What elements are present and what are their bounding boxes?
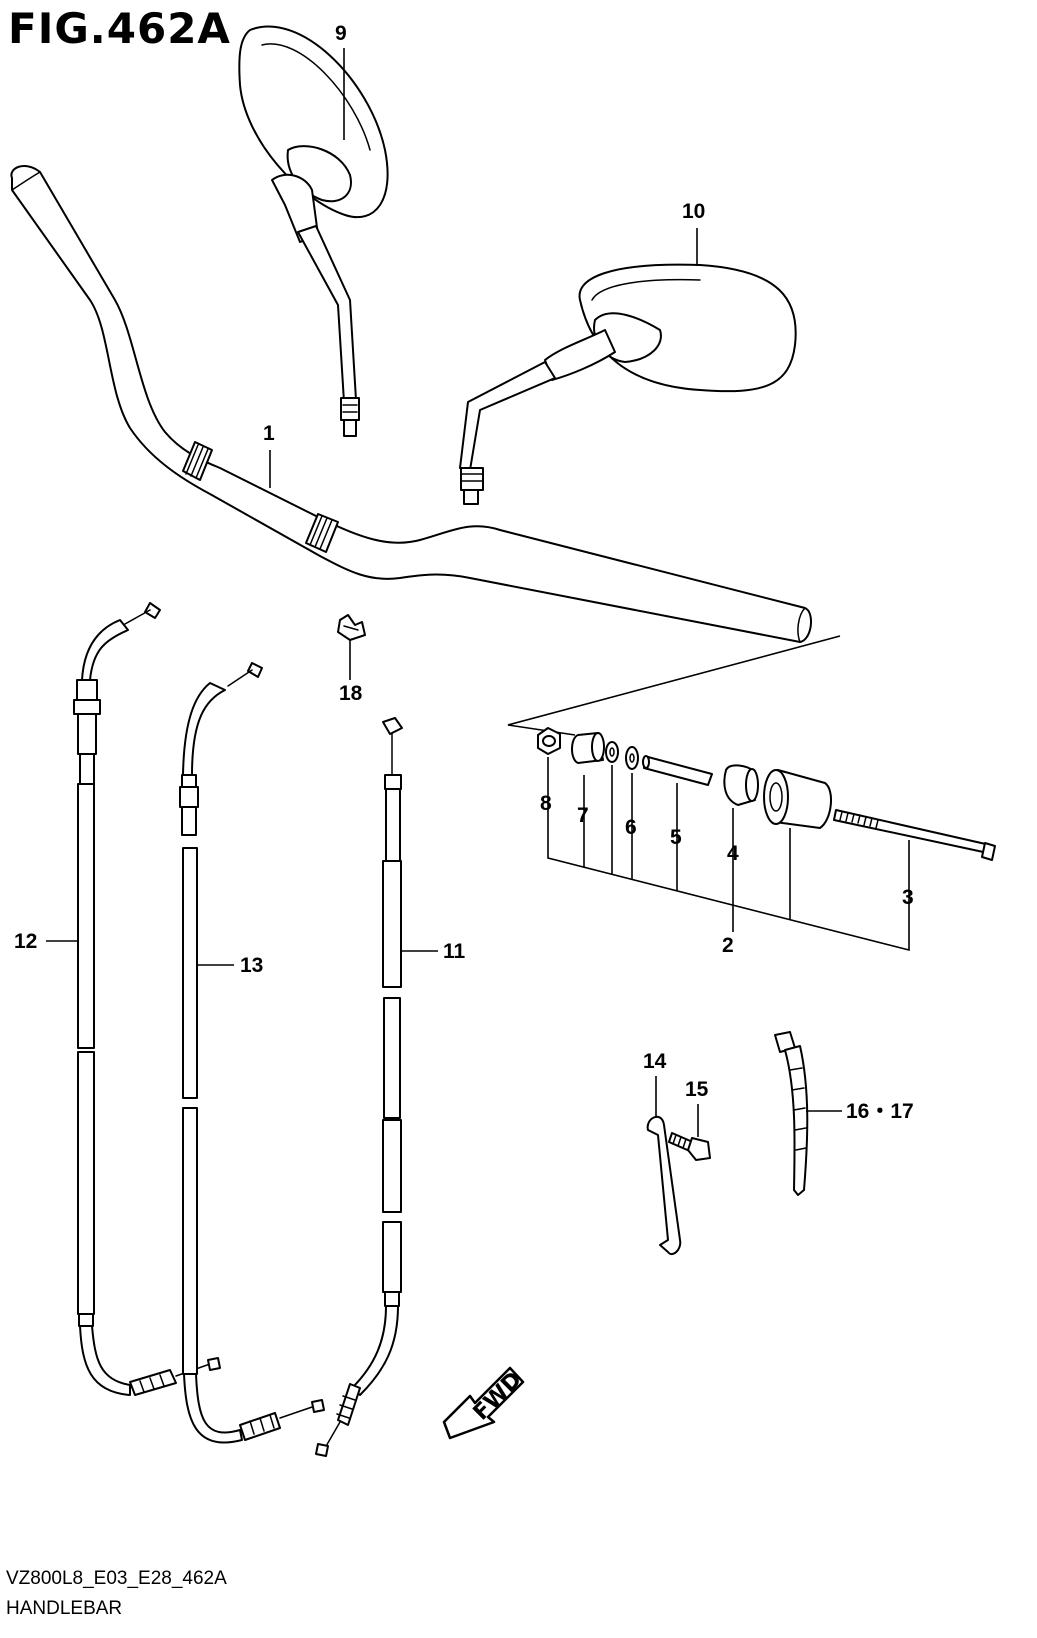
callout-label-6: 6: [625, 816, 637, 839]
part-11-cable[interactable]: [315, 717, 403, 1457]
callout-label-9: 9: [335, 22, 347, 45]
part-9-left-mirror[interactable]: [238, 25, 389, 437]
callout-label-3: 3: [902, 886, 914, 909]
diagram-name: HANDLEBAR: [6, 1598, 123, 1619]
callout-9: 9: [335, 22, 347, 140]
knurled-band-right: [305, 513, 339, 553]
callout-label-2: 2: [722, 934, 734, 957]
assembly-bracket: [547, 757, 910, 952]
callout-label-14: 14: [643, 1050, 667, 1073]
callout-label-8: 8: [540, 792, 552, 815]
part-5-spacer-pipe[interactable]: [642, 755, 713, 786]
part-8-nut[interactable]: [537, 727, 561, 755]
fwd-direction-arrow: FWD: [442, 1366, 527, 1440]
callout-label-13: 13: [240, 954, 263, 977]
callout-1: 1: [263, 422, 275, 488]
part-13-throttle-cable[interactable]: [179, 662, 325, 1444]
part-3-screw[interactable]: [833, 809, 996, 861]
callout-15: 15: [685, 1078, 709, 1137]
callout-6: 6: [625, 816, 637, 839]
callout-7: 7: [577, 804, 589, 827]
callout-label-10: 10: [682, 200, 705, 223]
part-4-rubber[interactable]: [723, 764, 759, 806]
part-6-washers[interactable]: [605, 741, 639, 770]
part-2-balancer[interactable]: [763, 769, 832, 829]
callout-14: 14: [643, 1050, 667, 1118]
callout-label-1: 1: [263, 422, 275, 445]
part-7-collar[interactable]: [571, 732, 605, 764]
part-1-handlebar[interactable]: [10, 164, 812, 643]
callout-5: 5: [670, 826, 682, 849]
callout-13: 13: [197, 954, 263, 977]
explode-line: [507, 635, 841, 736]
callout-18: 18: [339, 640, 363, 705]
callout-11: 11: [401, 940, 466, 963]
callout-label-11: 11: [443, 940, 466, 963]
callout-12: 12: [14, 930, 78, 953]
callout-label-16-17: 16・17: [846, 1100, 914, 1123]
callout-label-7: 7: [577, 804, 589, 827]
knurled-band-left: [182, 441, 213, 481]
part-10-right-mirror[interactable]: [459, 263, 797, 505]
callout-label-5: 5: [670, 826, 682, 849]
part-15-bolt[interactable]: [668, 1132, 711, 1161]
callout-label-4: 4: [727, 842, 739, 865]
callout-label-15: 15: [685, 1078, 709, 1101]
part-14-wire-clip[interactable]: [646, 1115, 682, 1256]
part-16-17-cable-tie[interactable]: [774, 1031, 809, 1196]
callout-label-18: 18: [339, 682, 363, 705]
callout-4: 4: [727, 842, 739, 865]
callout-2: 2: [722, 934, 734, 957]
callout-16-17: 16・17: [806, 1100, 914, 1123]
diagram-code: VZ800L8_E03_E28_462A: [6, 1568, 227, 1589]
part-18-clamp[interactable]: [337, 614, 366, 641]
callout-10: 10: [682, 200, 705, 266]
callout-label-12: 12: [14, 930, 37, 953]
callout-3: 3: [902, 886, 914, 909]
part-12-throttle-cable[interactable]: [73, 602, 221, 1396]
figure-title: FIG.462A: [8, 4, 231, 53]
callout-8: 8: [540, 792, 552, 815]
